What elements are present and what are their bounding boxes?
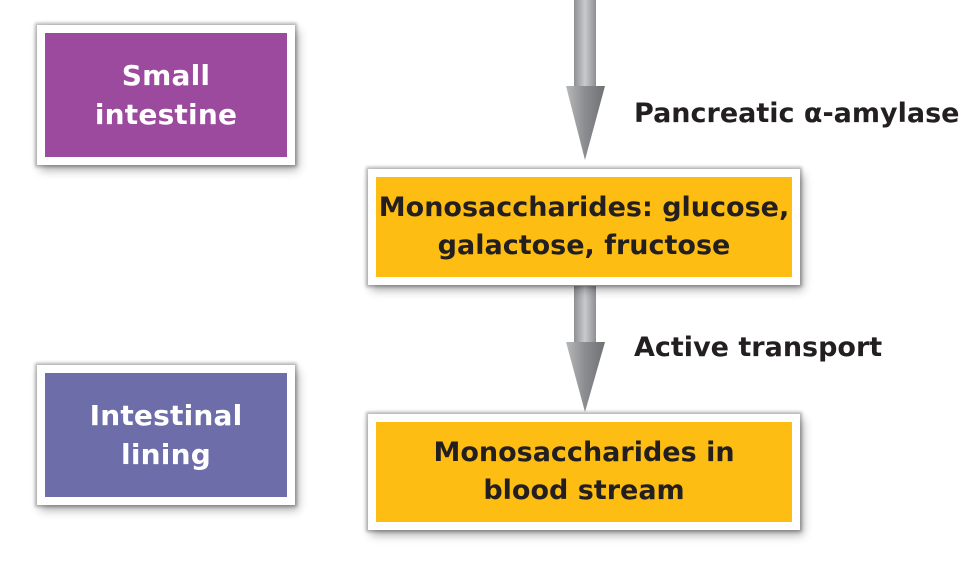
monosaccharides-box: Monosaccharides: glucose, galactose, fru… [368, 169, 800, 285]
pancreatic-amylase-label: Pancreatic α-amylase [634, 98, 960, 129]
arrow-to-blood-stream [566, 286, 605, 412]
small-intestine-box: Small intestine [37, 25, 295, 165]
blood-stream-box: Monosaccharides in blood stream [368, 414, 800, 530]
arrow-to-monosaccharides [566, 0, 605, 160]
intestinal-lining-box: Intestinal lining [37, 365, 295, 505]
active-transport-label: Active transport [634, 332, 883, 363]
